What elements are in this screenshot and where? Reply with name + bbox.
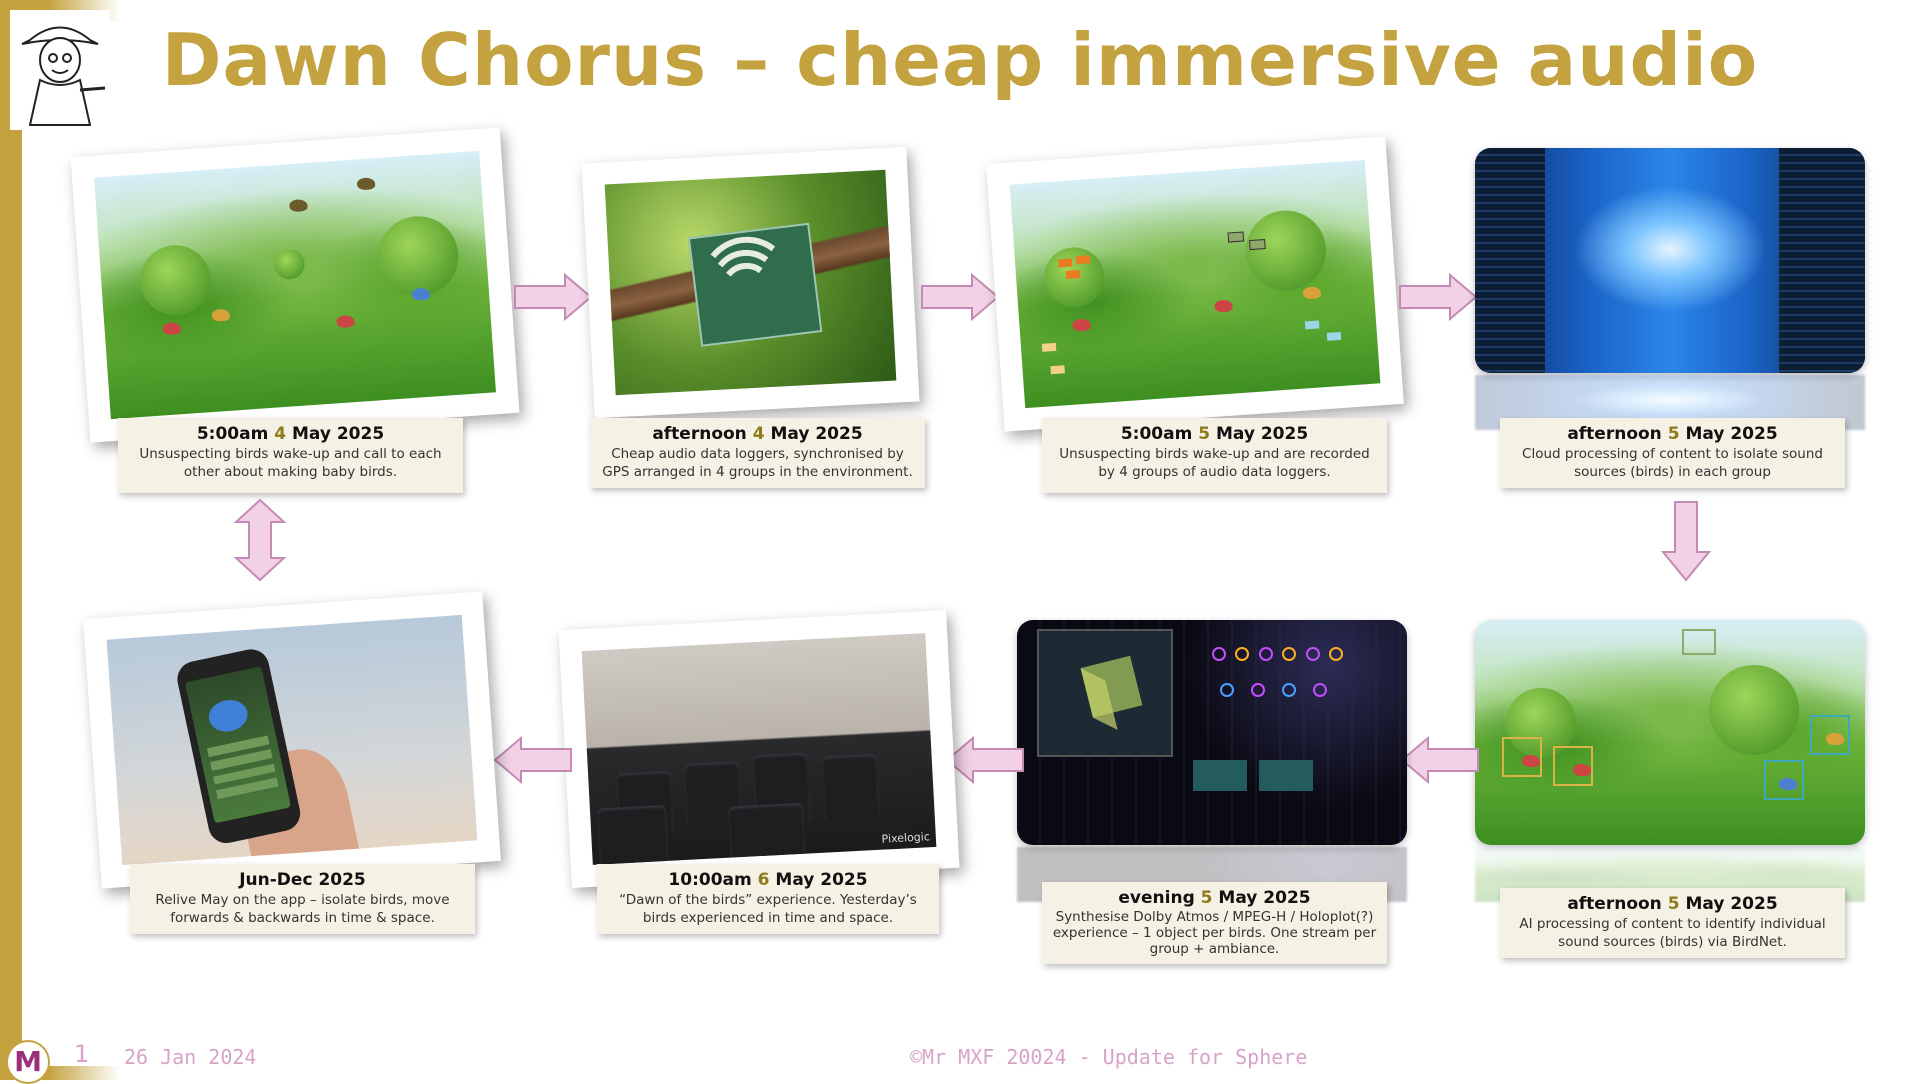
- caption-step-3: 5:00am 5 May 2025 Unsuspecting birds wak…: [1042, 418, 1387, 493]
- caption-text: AI processing of content to identify ind…: [1519, 916, 1826, 950]
- arrow-right-icon: [514, 272, 593, 322]
- cinema-image: Pixelogic: [581, 633, 937, 865]
- caption-title: 10:00am 6 May 2025: [668, 870, 868, 890]
- arrow-right-icon: [921, 272, 1000, 322]
- caption-title: evening 5 May 2025: [1118, 888, 1311, 908]
- caption-text: Relive May on the app – isolate birds, m…: [155, 892, 450, 926]
- cartoon-man-with-hat-icon: [10, 10, 110, 130]
- arrow-left-icon: [945, 735, 1024, 785]
- cloud-datacenter-image: [1475, 148, 1865, 373]
- caption-step-1: 5:00am 4 May 2025 Unsuspecting birds wak…: [118, 418, 463, 493]
- caption-text: Unsuspecting birds wake-up and are recor…: [1059, 446, 1370, 480]
- caption-step-5: afternoon 5 May 2025 AI processing of co…: [1500, 888, 1845, 958]
- photo-frame-step-3: [986, 136, 1404, 432]
- meadow-birds-image: [94, 150, 496, 420]
- caption-step-4: afternoon 5 May 2025 Cloud processing of…: [1500, 418, 1845, 488]
- page-title: Dawn Chorus – cheap immersive audio: [161, 18, 1759, 102]
- double-arrow-vertical-icon: [234, 498, 286, 582]
- pcb-on-branch-image: [604, 169, 897, 396]
- arrow-down-icon: [1660, 501, 1712, 582]
- caption-step-7: 10:00am 6 May 2025 “Dawn of the birds” e…: [597, 864, 939, 934]
- meadow-bounding-boxes-image: [1475, 620, 1865, 845]
- caption-title: afternoon 5 May 2025: [1567, 894, 1778, 914]
- photo-frame-step-7: Pixelogic: [558, 610, 960, 888]
- footer-credit: ©Mr MXF 20024 - Update for Sphere: [910, 1045, 1308, 1069]
- caption-text: Synthesise Dolby Atmos / MPEG-H / Holopl…: [1052, 909, 1377, 957]
- arrow-left-icon: [493, 735, 572, 785]
- caption-title: afternoon 4 May 2025: [652, 424, 863, 444]
- page-number: 1: [74, 1040, 90, 1068]
- photo-frame-step-2: [581, 146, 920, 419]
- arrow-right-icon: [1399, 272, 1478, 322]
- caption-title: afternoon 5 May 2025: [1567, 424, 1778, 444]
- caption-step-2: afternoon 4 May 2025 Cheap audio data lo…: [590, 418, 925, 488]
- caption-title: Jun-Dec 2025: [239, 870, 366, 890]
- caption-step-8: Jun-Dec 2025 Relive May on the app – iso…: [130, 864, 475, 934]
- caption-title: 5:00am 4 May 2025: [196, 424, 385, 444]
- photo-frame-step-8: [83, 591, 501, 889]
- caption-text: “Dawn of the birds” experience. Yesterda…: [619, 892, 917, 926]
- logo-badge: M: [6, 1040, 50, 1084]
- caption-text: Cheap audio data loggers, synchronised b…: [602, 446, 913, 480]
- footer-date: 26 Jan 2024: [124, 1045, 257, 1069]
- caption-step-6: evening 5 May 2025 Synthesise Dolby Atmo…: [1042, 882, 1387, 964]
- watermark-text: Pixelogic: [881, 830, 931, 846]
- arrow-left-icon: [1400, 735, 1479, 785]
- caption-text: Cloud processing of content to isolate s…: [1522, 446, 1823, 480]
- caption-text: Unsuspecting birds wake-up and call to e…: [139, 446, 442, 480]
- caption-title: 5:00am 5 May 2025: [1120, 424, 1309, 444]
- phone-app-image: [106, 614, 478, 866]
- photo-frame-step-1: [70, 127, 520, 443]
- left-accent-bar: [0, 0, 22, 1080]
- meadow-with-loggers-image: [1009, 159, 1381, 409]
- mixing-console-image: [1017, 620, 1407, 845]
